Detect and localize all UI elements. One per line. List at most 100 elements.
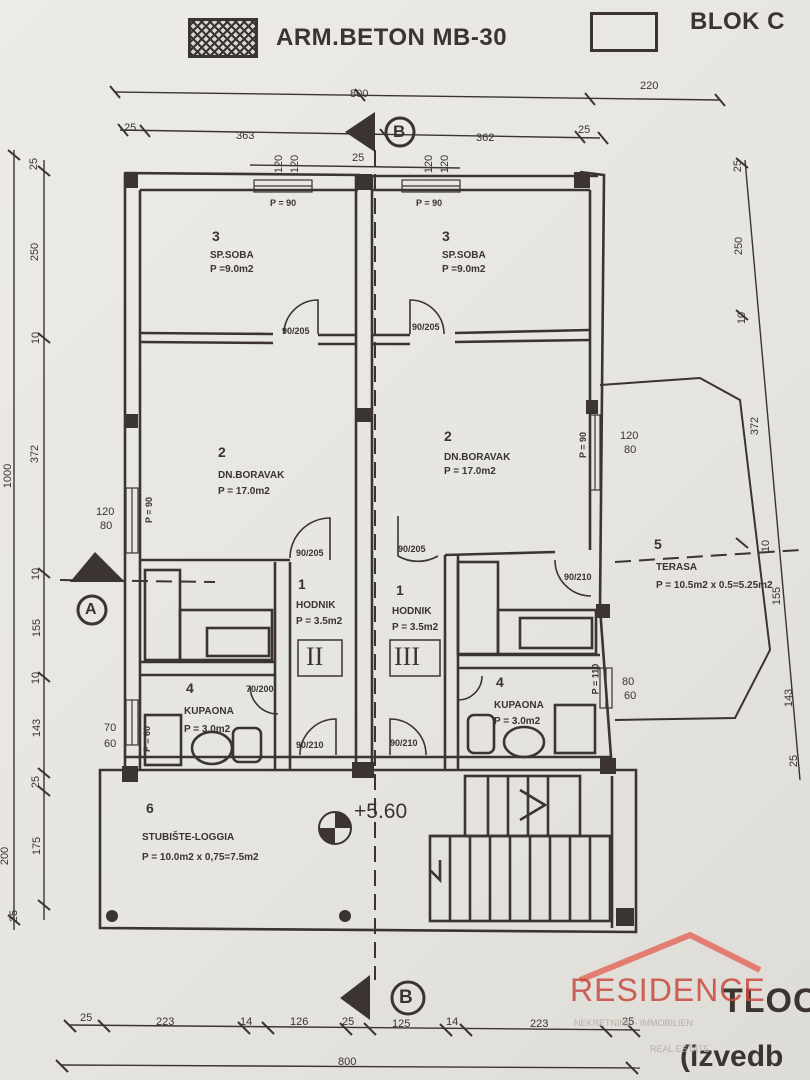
door-label-bedroom-right: 90/205 — [412, 322, 440, 332]
dim-left-143: 143 — [31, 718, 44, 738]
dim-left-25b: 25 — [30, 775, 43, 789]
dim-win-120d: 120 — [439, 154, 452, 174]
watermark-tagline-1: NEKRETNINE · IMMOBILIEN — [574, 1018, 694, 1028]
room-6-area: P = 10.0m2 x 0,75=7.5m2 — [142, 852, 259, 863]
dim-top-mid-25: 25 — [352, 152, 365, 164]
dim-left-10a: 10 — [30, 331, 43, 345]
dim-top-right-25: 25 — [578, 124, 591, 136]
room-6-name: STUBIŠTE-LOGGIA — [142, 832, 235, 843]
room-2b-name: DN.BORAVAK — [444, 452, 511, 463]
dim-top-total: 800 — [350, 88, 369, 100]
dim-bot-223b: 223 — [530, 1018, 549, 1030]
room-3b-name: SP.SOBA — [442, 250, 486, 261]
watermark-tagline-2: REAL ESTATE — [650, 1044, 710, 1054]
dim-left-250: 250 — [29, 242, 42, 262]
room-1b-area: P = 3.5m2 — [392, 622, 439, 633]
room-6-number: 6 — [146, 800, 154, 816]
dim-left-155: 155 — [31, 618, 44, 638]
dim-bot-14b: 14 — [446, 1016, 459, 1028]
room-4b-area: P = 3.0m2 — [494, 716, 541, 727]
window-label-living-right-80: 80 — [624, 444, 637, 456]
door-label-bath-left: 70/200 — [246, 684, 274, 694]
room-4b-name: KUPAONA — [494, 700, 544, 711]
window-label-living-left-p90: P = 90 — [144, 496, 155, 524]
dim-right-25b: 25 — [788, 754, 801, 768]
dim-bot-25b: 25 — [342, 1016, 355, 1028]
dim-win-120a: 120 — [273, 154, 286, 174]
room-4a-area: P = 3.0m2 — [184, 724, 231, 735]
dim-win-120c: 120 — [423, 154, 436, 174]
dim-left-372: 372 — [29, 444, 42, 464]
door-label-hall-right: 90/205 — [398, 544, 426, 554]
dim-bot-total: 800 — [338, 1056, 357, 1068]
window-label-bath-left-70: 70 — [104, 722, 117, 734]
dim-left-200: 200 — [0, 846, 12, 866]
dim-right-10a: 10 — [736, 311, 749, 325]
dim-left-10c: 10 — [30, 671, 43, 685]
room-5-name: TERASA — [656, 562, 698, 573]
dim-left-25: 25 — [28, 157, 41, 171]
window-label-living-left-80: 80 — [100, 520, 113, 532]
window-label-bath-right-80: 80 — [622, 676, 635, 688]
room-2a-number: 2 — [218, 444, 226, 460]
room-3b-number: 3 — [442, 228, 450, 244]
dim-left-175: 175 — [31, 836, 44, 856]
room-4a-number: 4 — [186, 680, 194, 696]
window-label-p90-right: P = 90 — [416, 198, 443, 208]
block-legend-swatch — [590, 12, 658, 52]
section-a-left-letter: A — [85, 601, 97, 618]
dim-left-1000: 1000 — [2, 463, 15, 489]
room-3b-area: P =9.0m2 — [442, 264, 486, 275]
unit-ii-label: II — [306, 642, 324, 671]
sheet-subtitle-fragment: (izvedb — [680, 1040, 784, 1073]
section-b-top-letter: B — [393, 122, 406, 141]
window-label-bath-left-p60: P = 60 — [142, 725, 153, 753]
unit-iii-label: III — [394, 642, 420, 671]
room-1b-name: HODNIK — [392, 606, 432, 617]
dim-bot-223a: 223 — [156, 1016, 175, 1028]
room-4a-name: KUPAONA — [184, 706, 234, 717]
dim-right-143: 143 — [783, 688, 796, 708]
room-2b-number: 2 — [444, 428, 452, 444]
dim-top-right: 220 — [640, 80, 659, 92]
sheet-title-fragment: TLOCR — [722, 982, 810, 1020]
room-3a-area: P =9.0m2 — [210, 264, 254, 275]
room-4b-number: 4 — [496, 674, 504, 690]
door-label-entry-left: 90/210 — [296, 740, 324, 750]
door-label-bedroom-left: 90/205 — [282, 326, 310, 336]
window-label-p90-left: P = 90 — [270, 198, 297, 208]
window-label-bath-right-p110: P = 110 — [590, 663, 601, 695]
dim-left-10b: 10 — [30, 567, 43, 581]
room-2a-area: P = 17.0m2 — [218, 486, 270, 497]
door-label-entry-right: 90/210 — [390, 738, 418, 748]
room-2b-area: P = 17.0m2 — [444, 466, 496, 477]
door-label-hall-left: 90/205 — [296, 548, 324, 558]
dim-bot-126: 126 — [290, 1016, 309, 1028]
window-label-living-right-120: 120 — [620, 430, 639, 442]
room-1a-name: HODNIK — [296, 600, 336, 611]
room-1a-area: P = 3.5m2 — [296, 616, 343, 627]
dim-right-372: 372 — [749, 416, 762, 436]
dim-right-25: 25 — [732, 159, 745, 173]
room-3a-name: SP.SOBA — [210, 250, 254, 261]
dim-top-left-25: 25 — [124, 122, 137, 134]
room-2a-name: DN.BORAVAK — [218, 470, 285, 481]
dim-top-363: 363 — [236, 130, 255, 142]
room-5-area: P = 10.5m2 x 0.5=5.25m2 — [656, 580, 773, 591]
dim-bot-14a: 14 — [240, 1016, 253, 1028]
dim-left-25c: 25 — [8, 909, 21, 923]
level-label: +5.60 — [354, 800, 408, 823]
dim-right-250: 250 — [733, 236, 746, 256]
section-b-bottom-letter: B — [399, 987, 413, 1008]
room-3a-number: 3 — [212, 228, 220, 244]
window-label-living-left-120: 120 — [96, 506, 115, 518]
window-label-living-right-p90: P = 90 — [578, 431, 589, 459]
dim-bot-126b: 125 — [392, 1018, 411, 1030]
door-label-terrace: 90/210 — [564, 572, 592, 582]
dim-bot-25c: 25 — [622, 1016, 635, 1028]
window-label-bath-right-60: 60 — [624, 690, 637, 702]
room-1b-number: 1 — [396, 582, 404, 598]
window-label-bath-left-60: 60 — [104, 738, 117, 750]
block-legend-label: BLOK C — [690, 8, 785, 35]
